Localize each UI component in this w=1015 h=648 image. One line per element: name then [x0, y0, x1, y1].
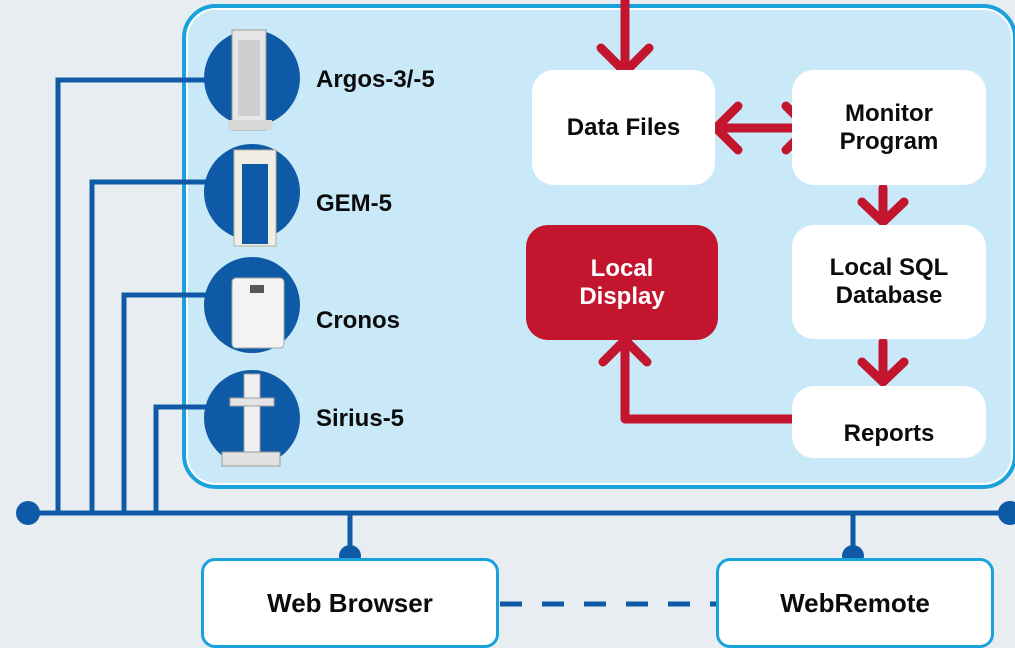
data-files-label: Data Files — [566, 113, 681, 141]
monitor-program-label-line2: Program — [839, 127, 939, 155]
device-label-gem: GEM-5 — [316, 190, 393, 217]
local-sql-label-line1: Local SQL — [829, 254, 949, 281]
local-display-label-line2: Display — [579, 282, 665, 310]
local-display-box: Local Display — [526, 225, 718, 340]
device-icon-argos — [204, 29, 300, 131]
device-icon-sirius — [204, 370, 300, 467]
bus-endpoint-right — [998, 501, 1015, 525]
device-icon-gem — [204, 144, 300, 247]
reports-label: Reports — [843, 420, 935, 447]
system-panel-border — [182, 4, 1015, 489]
device-icon-cronos — [204, 257, 300, 353]
bus-endpoint-left — [16, 501, 40, 525]
local-sql-label-line2: Database — [835, 282, 943, 309]
web-browser-label: Web Browser — [267, 587, 433, 618]
monitor-program-box: Monitor Program — [792, 70, 986, 185]
device-label-cronos: Cronos — [316, 307, 400, 334]
local-sql-database-box: Local SQL Database — [792, 225, 986, 339]
network-bus — [28, 77, 1010, 556]
data-files-box: Data Files — [532, 70, 715, 185]
device-label-sirius: Sirius-5 — [316, 405, 405, 432]
webremote-box: WebRemote — [716, 558, 994, 648]
local-display-label-line1: Local — [590, 254, 654, 282]
device-label-argos: Argos-3/-5 — [316, 66, 435, 93]
webremote-label: WebRemote — [780, 587, 930, 618]
monitor-program-label-line1: Monitor — [845, 99, 933, 127]
reports-box: Reports — [792, 386, 986, 458]
web-browser-box: Web Browser — [201, 558, 499, 648]
